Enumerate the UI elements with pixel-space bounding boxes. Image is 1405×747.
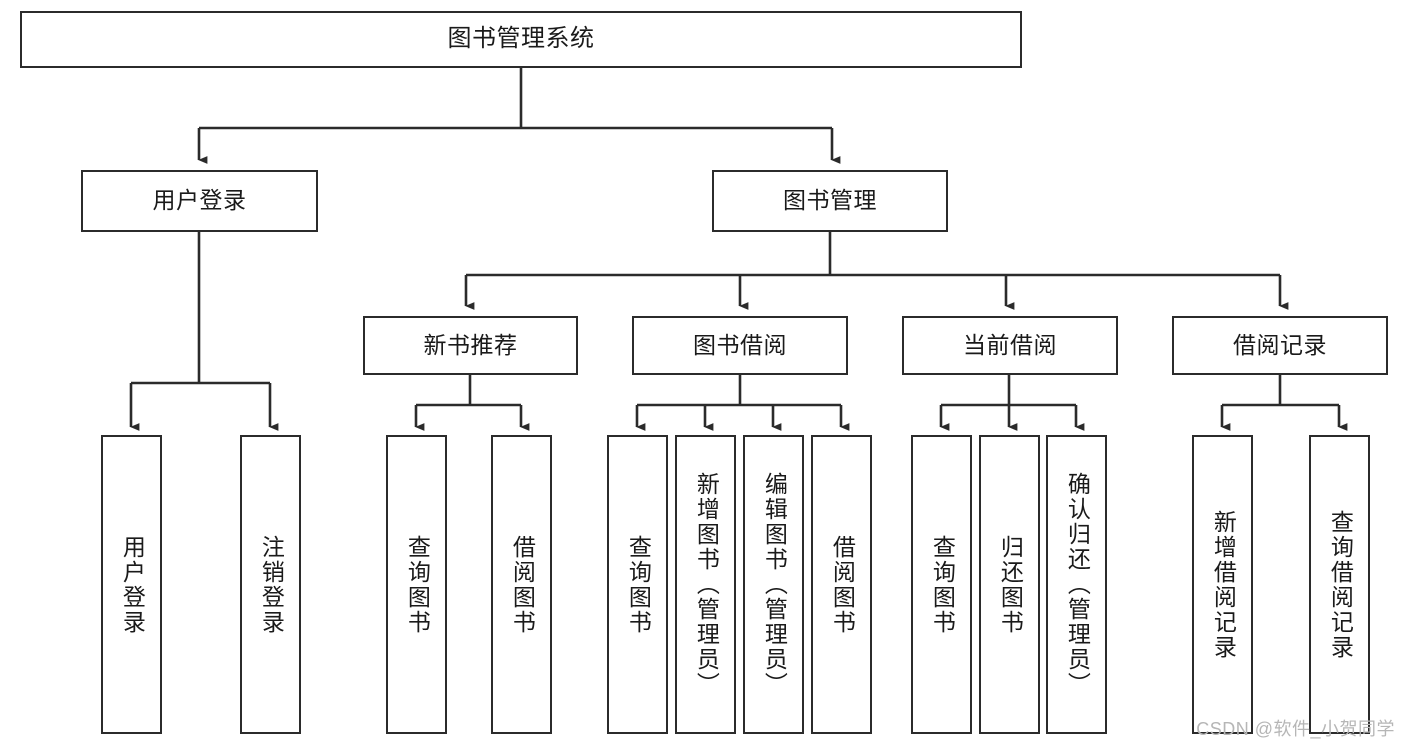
node-leaf-query-book-1-label: 查询图书 — [404, 534, 431, 635]
node-leaf-return-book[interactable]: 归还图书 — [979, 435, 1040, 734]
node-borrow-record-label: 借阅记录 — [1233, 331, 1327, 358]
node-leaf-confirm-return-label: 确认归还（管理员） — [1064, 472, 1091, 697]
node-new-book-recommend-label: 新书推荐 — [423, 331, 518, 358]
node-current-borrow[interactable]: 当前借阅 — [902, 316, 1118, 375]
node-book-manage[interactable]: 图书管理 — [712, 170, 948, 232]
node-borrow-record[interactable]: 借阅记录 — [1172, 316, 1388, 375]
node-leaf-add-book[interactable]: 新增图书（管理员） — [675, 435, 736, 734]
node-leaf-add-record-label: 新增借阅记录 — [1210, 509, 1237, 660]
node-leaf-query-book-2-label: 查询图书 — [625, 534, 652, 635]
node-book-borrow-label: 图书借阅 — [693, 331, 787, 358]
watermark: CSDN @软件_小贺同学 — [1196, 719, 1395, 739]
node-leaf-user-login-label: 用户登录 — [119, 534, 146, 635]
node-leaf-borrow-book-2-label: 借阅图书 — [829, 534, 856, 635]
node-leaf-return-book-label: 归还图书 — [997, 534, 1024, 635]
node-new-book-recommend[interactable]: 新书推荐 — [363, 316, 578, 375]
node-leaf-query-book-3-label: 查询图书 — [929, 534, 956, 635]
node-leaf-borrow-book-1[interactable]: 借阅图书 — [491, 435, 552, 734]
node-leaf-borrow-book-1-label: 借阅图书 — [509, 534, 536, 635]
node-root[interactable]: 图书管理系统 — [20, 11, 1022, 68]
node-leaf-confirm-return[interactable]: 确认归还（管理员） — [1046, 435, 1107, 734]
node-leaf-query-book-2[interactable]: 查询图书 — [607, 435, 668, 734]
node-leaf-user-login[interactable]: 用户登录 — [101, 435, 162, 734]
node-leaf-add-book-label: 新增图书（管理员） — [693, 472, 720, 697]
node-leaf-edit-book-label: 编辑图书（管理员） — [761, 472, 788, 697]
node-user-login[interactable]: 用户登录 — [81, 170, 318, 232]
node-user-login-label: 用户登录 — [152, 187, 247, 214]
node-leaf-user-logout[interactable]: 注销登录 — [240, 435, 301, 734]
node-leaf-query-record-label: 查询借阅记录 — [1327, 509, 1354, 660]
node-leaf-add-record[interactable]: 新增借阅记录 — [1192, 435, 1253, 734]
node-leaf-edit-book[interactable]: 编辑图书（管理员） — [743, 435, 804, 734]
node-leaf-query-book-3[interactable]: 查询图书 — [911, 435, 972, 734]
node-book-manage-label: 图书管理 — [783, 187, 877, 214]
node-book-borrow[interactable]: 图书借阅 — [632, 316, 848, 375]
node-leaf-query-record[interactable]: 查询借阅记录 — [1309, 435, 1370, 734]
node-leaf-user-logout-label: 注销登录 — [258, 534, 285, 635]
node-leaf-query-book-1[interactable]: 查询图书 — [386, 435, 447, 734]
node-current-borrow-label: 当前借阅 — [963, 331, 1057, 358]
node-root-label: 图书管理系统 — [447, 25, 595, 53]
node-leaf-borrow-book-2[interactable]: 借阅图书 — [811, 435, 872, 734]
